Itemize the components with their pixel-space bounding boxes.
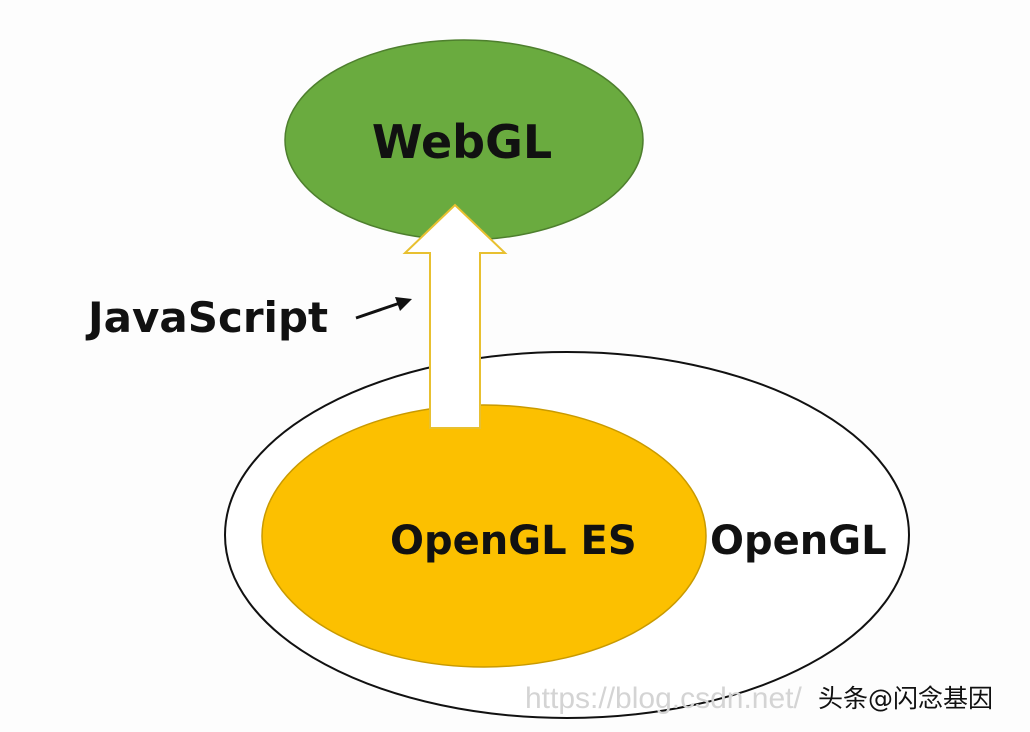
webgl-label: WebGL: [372, 115, 552, 169]
pointer-arrow-head: [395, 297, 412, 311]
opengl-label: OpenGL: [710, 518, 887, 564]
up-arrow: [402, 203, 508, 429]
watermark-url: https://blog.csdn.net/: [525, 682, 803, 715]
watermark-credit: 头条@闪念基因: [818, 684, 993, 713]
pointer-arrow-line: [355, 301, 401, 320]
opengl-es-ellipse: [261, 404, 707, 668]
javascript-label: JavaScript: [85, 293, 328, 342]
opengl-es-label: OpenGL ES: [390, 518, 637, 564]
